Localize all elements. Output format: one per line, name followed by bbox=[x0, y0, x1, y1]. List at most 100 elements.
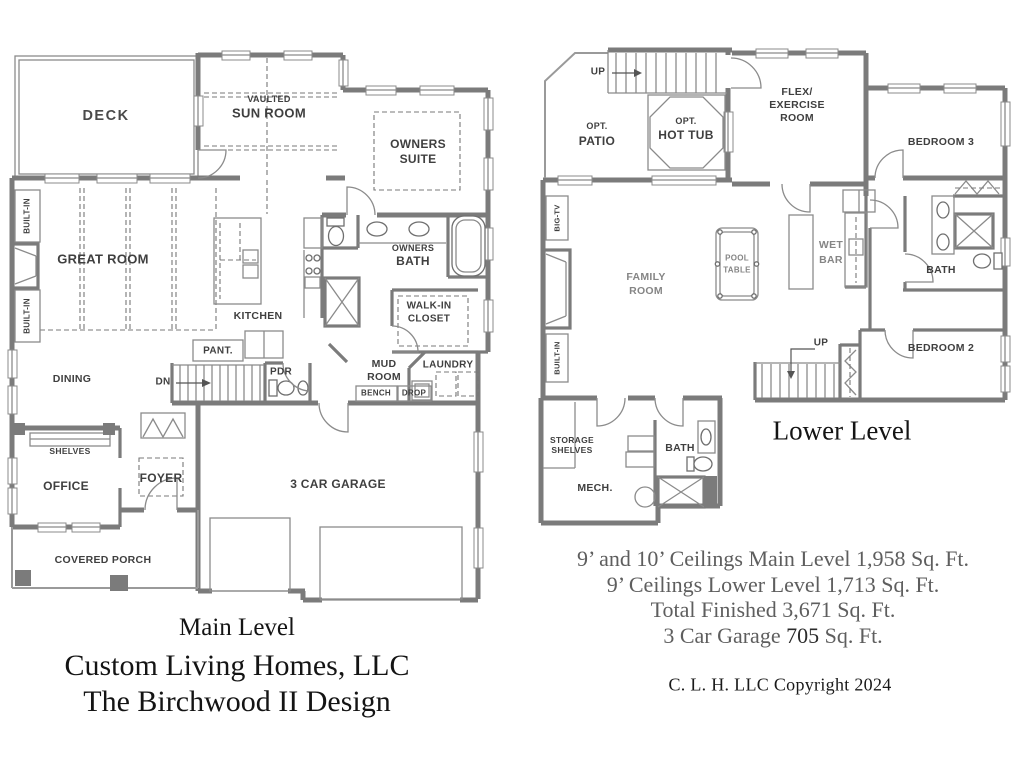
area-garage: 3 Car Garage 705 Sq. Ft. bbox=[663, 623, 882, 649]
label-hot-tub-2: HOT TUB bbox=[658, 128, 714, 142]
vanity bbox=[697, 420, 716, 454]
label-built-in-lower: BUILT-IN bbox=[22, 298, 32, 334]
optional-patio-outline bbox=[544, 52, 608, 178]
label-pantry: PANT. bbox=[203, 345, 233, 357]
garage-door-tracks bbox=[209, 517, 463, 601]
lower-exterior-walls bbox=[538, 47, 1008, 526]
label-wet-bar-1: WET bbox=[818, 239, 844, 251]
label-walk-in-2: CLOSET bbox=[407, 313, 451, 325]
copyright-line: C. L. H. LLC Copyright 2024 bbox=[668, 674, 892, 695]
label-owners-bath-2: BATH bbox=[396, 254, 430, 268]
lower-level-plan bbox=[538, 47, 1011, 526]
stairs-up-exterior bbox=[607, 50, 727, 94]
label-bedroom-3: BEDROOM 3 bbox=[907, 136, 975, 148]
area-total: Total Finished 3,671 Sq. Ft. bbox=[650, 597, 896, 622]
lower-level-title: Lower Level bbox=[772, 415, 912, 446]
label-dining: DINING bbox=[52, 373, 92, 385]
label-owners-bath-1: OWNERS bbox=[391, 243, 435, 253]
label-laundry: LAUNDRY bbox=[422, 359, 474, 371]
pool-table bbox=[714, 227, 760, 301]
label-built-in: BUILT-IN bbox=[552, 341, 562, 375]
furnace bbox=[625, 451, 655, 468]
shower bbox=[954, 213, 994, 249]
toilet-tank bbox=[993, 252, 1003, 270]
sink bbox=[408, 221, 430, 237]
lower-bath-fixtures bbox=[657, 420, 717, 508]
hot-tub bbox=[647, 94, 726, 171]
label-flex-3: ROOM bbox=[780, 112, 814, 124]
label-foyer: FOYER bbox=[139, 471, 183, 485]
label-storage-2: SHELVES bbox=[551, 445, 593, 455]
label-sun-room: SUN ROOM bbox=[232, 105, 306, 121]
toilet bbox=[327, 225, 345, 247]
toilet-tank bbox=[268, 379, 278, 397]
label-flex-1: FLEX/ bbox=[781, 86, 813, 98]
upper-bath-fixtures bbox=[931, 179, 1003, 270]
covered-porch-outline bbox=[11, 510, 199, 591]
label-hot-tub-1: OPT. bbox=[675, 116, 697, 126]
lower-windows bbox=[557, 48, 1011, 393]
label-powder: PDR bbox=[269, 366, 293, 378]
storage-shelving bbox=[543, 402, 576, 469]
label-built-in-upper: BUILT-IN bbox=[22, 198, 32, 234]
sink bbox=[700, 428, 712, 446]
label-pool-2: TABLE bbox=[723, 265, 751, 275]
built-in-cabinet bbox=[545, 333, 569, 383]
family-room-built-ins bbox=[542, 195, 572, 383]
owners-bath-fixtures bbox=[326, 215, 486, 277]
stairs-up-interior bbox=[755, 348, 840, 398]
label-wet-bar-2: BAR bbox=[819, 254, 843, 266]
lower-door-swings bbox=[596, 57, 934, 427]
porch-post bbox=[15, 570, 31, 586]
bench-cabinet bbox=[355, 385, 398, 402]
mechanical-equipment bbox=[625, 435, 656, 508]
drop-cabinet bbox=[397, 385, 432, 402]
office-shelves bbox=[13, 423, 115, 447]
main-level-plan bbox=[7, 50, 494, 603]
area-main-level: 9’ and 10’ Ceilings Main Level 1,958 Sq.… bbox=[576, 546, 970, 571]
water-heater bbox=[634, 486, 656, 508]
label-shelves: SHELVES bbox=[49, 446, 91, 456]
label-drop: DROP bbox=[401, 388, 427, 398]
label-opt-patio-1: OPT. bbox=[586, 121, 608, 131]
bar-sink bbox=[848, 238, 864, 256]
bedroom2-closet bbox=[844, 348, 857, 397]
label-up-interior: UP bbox=[813, 337, 829, 349]
design-name: The Birchwood II Design bbox=[83, 685, 391, 718]
label-covered-porch: COVERED PORCH bbox=[54, 554, 152, 566]
kitchen-counter-range bbox=[303, 217, 323, 318]
label-garage: 3 CAR GARAGE bbox=[290, 477, 386, 491]
label-bedroom-2: BEDROOM 2 bbox=[907, 342, 975, 354]
label-mud-1: MUD bbox=[371, 358, 397, 370]
label-office: OFFICE bbox=[43, 479, 89, 493]
toilet-tank bbox=[326, 217, 345, 227]
stairs-down bbox=[172, 364, 264, 401]
pantry-shelving bbox=[192, 330, 284, 362]
washer bbox=[435, 371, 457, 397]
bifold-closet-doors bbox=[954, 179, 1000, 196]
oven bbox=[304, 276, 321, 289]
toilet-tank bbox=[686, 456, 695, 472]
area-garage-suffix: Sq. Ft. bbox=[819, 623, 883, 648]
label-bath-lower: BATH bbox=[665, 442, 695, 454]
label-up-exterior: UP bbox=[590, 66, 606, 78]
label-family-2: ROOM bbox=[629, 285, 663, 297]
area-lower-level: 9’ Ceilings Lower Level 1,713 Sq. Ft. bbox=[606, 572, 940, 597]
fireplace bbox=[11, 242, 40, 290]
company-name: Custom Living Homes, LLC bbox=[64, 649, 410, 682]
tv-niche bbox=[545, 195, 569, 241]
label-bath-upper: BATH bbox=[926, 264, 956, 276]
label-stairs-dn: DN bbox=[155, 376, 171, 388]
fireplace bbox=[542, 248, 572, 330]
label-big-tv: BIG-TV bbox=[552, 204, 562, 232]
label-family-1: FAMILY bbox=[626, 271, 666, 283]
label-walk-in-1: WALK-IN bbox=[406, 300, 452, 312]
bar-island bbox=[788, 214, 814, 290]
main-door-swings bbox=[144, 149, 419, 511]
main-level-title: Main Level bbox=[179, 614, 295, 641]
owners-shower bbox=[324, 277, 360, 327]
area-garage-value: 705 bbox=[786, 623, 820, 648]
label-owners-suite-1: OWNERS bbox=[390, 137, 446, 151]
kitchen-island bbox=[213, 217, 262, 305]
